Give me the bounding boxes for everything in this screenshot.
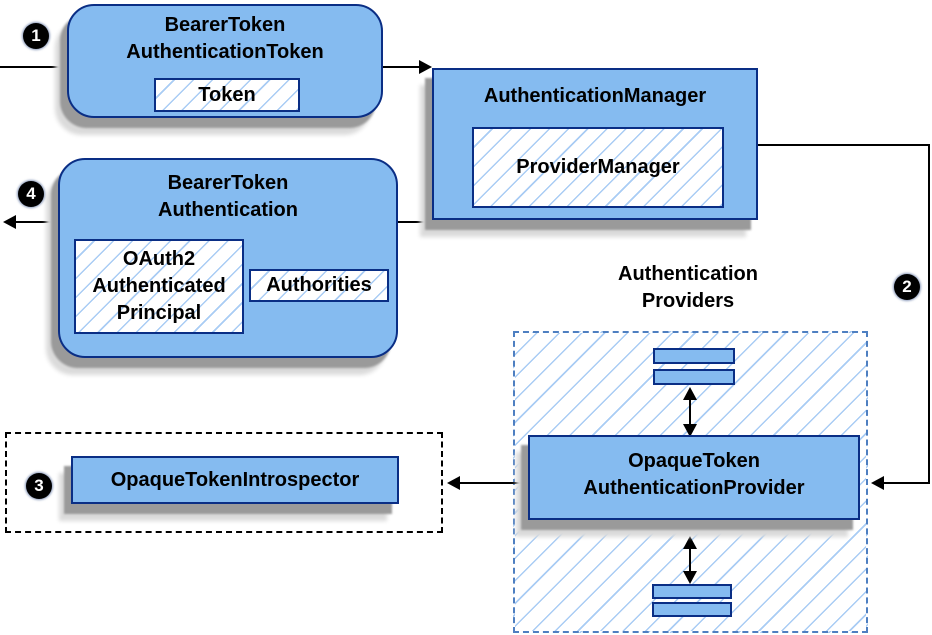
connector-step4-outgoing [16, 221, 58, 223]
arrowhead-left-icon [871, 476, 884, 490]
node-opaque-token-introspector: OpaqueTokenIntrospector [71, 456, 399, 504]
arrowhead-left-icon [3, 215, 16, 229]
node-title: OpaqueToken AuthenticationProvider [583, 450, 805, 499]
arrowhead-right-icon [419, 60, 432, 74]
connector-manager-to-authentication [398, 221, 432, 223]
connector-step2-top [758, 144, 930, 146]
connector-token-to-manager [383, 66, 419, 68]
arrowhead-down-icon [683, 571, 697, 584]
node-title: AuthenticationManager [483, 85, 707, 107]
node-title: BearerToken Authentication [158, 172, 298, 221]
connector-step1-incoming [0, 66, 67, 68]
token-field: Token [154, 78, 300, 112]
arrowhead-up-icon [683, 387, 697, 400]
heading-line: Providers [641, 290, 735, 312]
node-opaque-token-authentication-provider: OpaqueToken AuthenticationProvider [528, 435, 860, 520]
node-bearer-token-authentication-token: BearerToken AuthenticationToken Token [67, 4, 383, 118]
double-arrow-bottom [689, 548, 691, 573]
connector-step2-vertical [928, 144, 930, 484]
step-badge-1: 1 [23, 23, 49, 49]
arrowhead-left-icon [447, 476, 460, 490]
provider-placeholder-rect [652, 584, 732, 599]
node-title: BearerToken AuthenticationToken [126, 14, 324, 63]
provider-manager-field: ProviderManager [472, 127, 724, 208]
provider-placeholder-rect [653, 348, 735, 364]
double-arrow-top [689, 399, 691, 426]
node-title: OpaqueTokenIntrospector [110, 469, 360, 491]
connector-provider-to-introspector [460, 482, 528, 484]
authorities-field: Authorities [249, 269, 389, 302]
arrowhead-down-icon [683, 424, 697, 437]
step-badge-3: 3 [26, 473, 52, 499]
step-badge-2: 2 [894, 274, 920, 300]
heading-line: Authentication [618, 263, 758, 285]
provider-placeholder-rect [653, 369, 735, 385]
authentication-providers-heading: Authentication Providers [573, 261, 803, 315]
step-badge-4: 4 [18, 181, 44, 207]
arrowhead-up-icon [683, 536, 697, 549]
node-bearer-token-authentication: BearerToken Authentication OAuth2 Authen… [58, 158, 398, 358]
provider-placeholder-rect [652, 602, 732, 617]
oauth2-principal-field: OAuth2 Authenticated Principal [74, 239, 244, 334]
connector-step2-bottom [884, 482, 930, 484]
node-authentication-manager: AuthenticationManager ProviderManager [432, 68, 758, 220]
